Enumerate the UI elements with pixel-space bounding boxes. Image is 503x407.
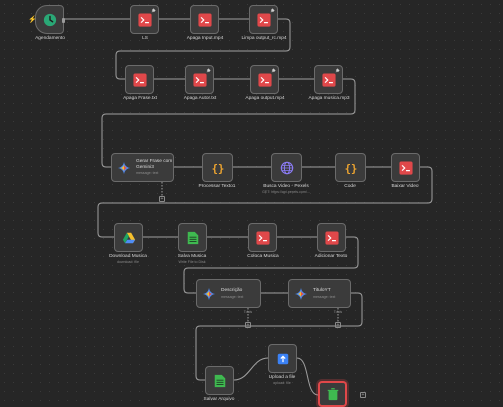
node-agendamento[interactable]: ⚡ <box>28 5 65 34</box>
add-tool-button[interactable]: + <box>159 196 165 202</box>
node-label: Upload a file <box>268 375 296 380</box>
edge-titulo-salvar <box>195 292 363 381</box>
node-adicionar-texto[interactable] <box>317 223 346 252</box>
node-label: Apaga output.mp4 <box>245 96 285 101</box>
node-apaga-autor[interactable] <box>185 65 214 94</box>
tools-label: Tools <box>333 310 343 314</box>
disk-file-icon <box>187 231 198 244</box>
terminal-icon <box>137 12 152 27</box>
node-subtitle: GET: https://api.pexels.com/... <box>262 190 310 194</box>
node-label: Limpa output_rc.mp4 <box>241 36 287 41</box>
node-ls[interactable] <box>130 5 159 34</box>
node-label: Download Musica <box>109 254 147 259</box>
node-baixar-video[interactable] <box>391 153 420 182</box>
svg-text:{}: {} <box>211 162 224 174</box>
gemini-icon <box>202 287 216 300</box>
edge-baixar-download <box>97 166 433 238</box>
node-apaga-frase[interactable] <box>125 65 154 94</box>
node-label: LS <box>142 36 148 41</box>
terminal-icon <box>257 72 272 87</box>
node-apaga-input[interactable] <box>190 5 219 34</box>
node-title: TituloYT <box>313 288 331 294</box>
trash-icon <box>327 388 338 401</box>
edge-upload-final <box>296 357 319 396</box>
node-download-musica[interactable] <box>114 223 143 252</box>
tools-label: Tools <box>243 310 253 314</box>
node-apaga-output[interactable] <box>250 65 279 94</box>
node-salvar-arquivo[interactable] <box>205 366 234 395</box>
pin-icon <box>151 8 156 13</box>
node-subtitle: upload: file <box>273 381 291 385</box>
node-upload-file[interactable] <box>268 344 297 373</box>
edge-adicionar-descricao <box>183 236 359 294</box>
code-braces-icon: {} <box>211 162 224 174</box>
disk-file-icon <box>214 374 225 387</box>
terminal-icon <box>132 72 147 87</box>
add-node-button[interactable]: + <box>360 392 366 398</box>
node-label: Agendamento <box>35 36 65 41</box>
node-code[interactable]: {} <box>335 153 366 182</box>
google-drive-icon <box>122 232 135 243</box>
terminal-icon <box>192 72 207 87</box>
node-limpa-output[interactable] <box>249 5 278 34</box>
node-label: Apaga Input.mp4 <box>186 36 224 41</box>
output-handle[interactable] <box>62 18 65 23</box>
pin-icon <box>271 68 276 73</box>
node-label: Code <box>344 184 356 189</box>
node-salva-musica[interactable] <box>178 223 207 252</box>
node-subtitle: message: text <box>313 294 336 299</box>
terminal-icon <box>398 160 413 175</box>
cloud-upload-icon <box>277 353 288 364</box>
node-subtitle: message: text <box>221 294 244 299</box>
node-titulo-yt[interactable]: TituloYT message: text <box>288 279 351 308</box>
svg-text:{}: {} <box>344 162 357 174</box>
pin-icon <box>270 8 275 13</box>
node-label: Adicionar Texto <box>314 254 348 259</box>
add-tool-button[interactable]: + <box>245 322 251 328</box>
clock-icon <box>43 13 56 26</box>
globe-icon <box>280 161 293 174</box>
add-tool-button[interactable]: + <box>335 322 341 328</box>
edge-musica-gerar <box>101 78 356 168</box>
node-label: Apaga Frase.txt <box>123 96 157 101</box>
node-subtitle: download: file <box>117 260 139 264</box>
pin-icon <box>335 68 340 73</box>
terminal-icon <box>197 12 212 27</box>
edge-salvar-upload <box>233 357 269 381</box>
gemini-icon <box>117 161 131 174</box>
node-final[interactable] <box>318 381 347 407</box>
node-label: Apaga Autor.txt <box>183 96 217 101</box>
gemini-icon <box>294 287 308 300</box>
node-apaga-musica[interactable] <box>314 65 343 94</box>
node-label: Salva Musica <box>177 254 207 259</box>
node-gerar-frase[interactable]: Gerar Frase com Gemini3 message: text <box>111 153 174 182</box>
terminal-icon <box>255 230 270 245</box>
terminal-icon <box>324 230 339 245</box>
terminal-icon <box>321 72 336 87</box>
node-label: Baixar Video <box>391 184 419 189</box>
edge-limpa-apaga-frase <box>115 18 291 80</box>
node-label: Salvar Arquivo <box>203 397 235 402</box>
node-processar-texto[interactable]: {} <box>202 153 233 182</box>
node-busca-video[interactable] <box>271 153 302 182</box>
node-subtitle: message: text <box>136 171 159 176</box>
terminal-icon <box>256 12 271 27</box>
trigger-bolt-icon: ⚡ <box>28 16 37 23</box>
pin-icon <box>206 68 211 73</box>
node-label: Processar Texto1 <box>198 184 236 189</box>
node-descricao[interactable]: Descrição message: text <box>196 279 261 308</box>
node-label: Busca Video - Pexels <box>263 184 309 189</box>
node-label: Apaga musica.mp3 <box>308 96 350 101</box>
node-title: Gerar Frase com Gemini3 <box>136 159 173 170</box>
node-title: Descrição <box>221 288 243 294</box>
node-subtitle: Write File to Disk <box>178 260 206 264</box>
node-label: Coloca Musica <box>247 254 279 259</box>
code-braces-icon: {} <box>344 162 357 174</box>
node-coloca-musica[interactable] <box>248 223 277 252</box>
